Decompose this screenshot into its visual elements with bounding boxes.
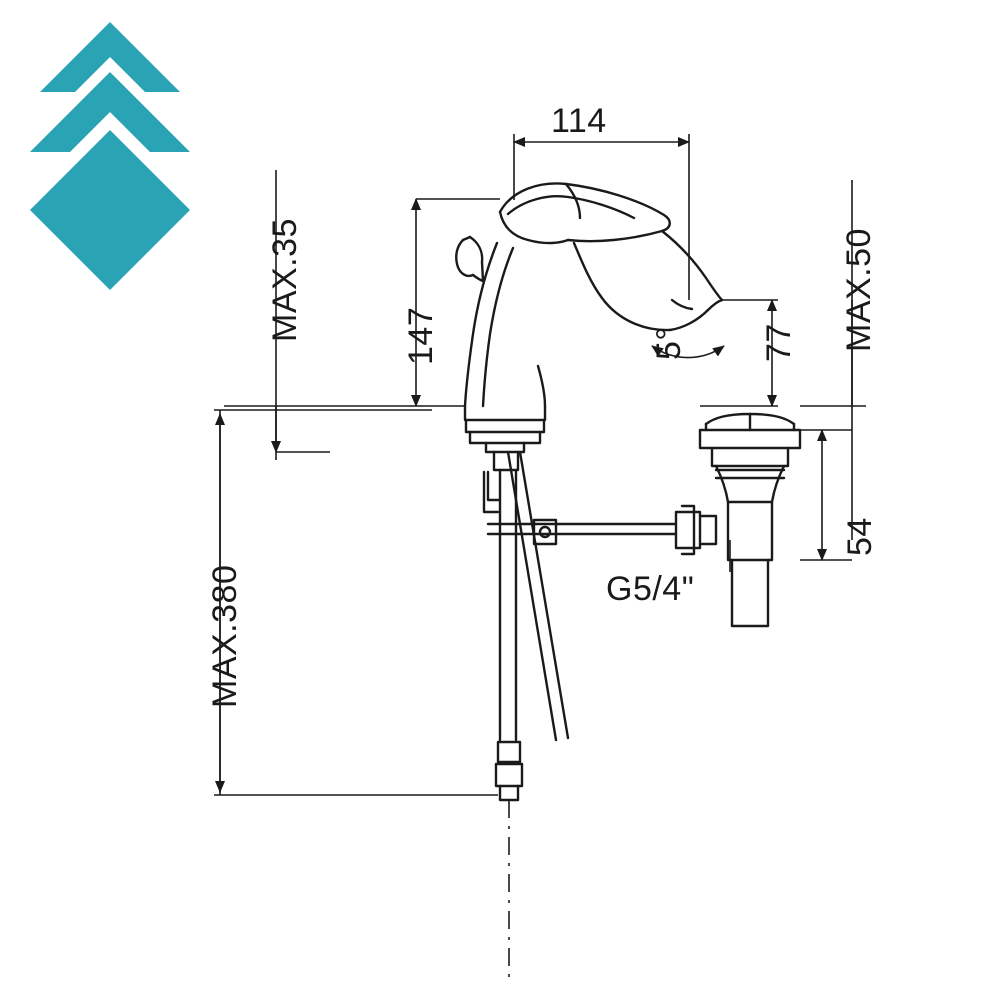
chevron-diamond-logo <box>30 22 190 290</box>
dimension-max-380 <box>214 409 498 796</box>
dimension-label-angle-5: 5° <box>650 326 688 360</box>
dimension-54 <box>800 429 852 561</box>
dimension-77 <box>700 299 778 407</box>
dimension-label-g54: G5/4" <box>606 570 695 608</box>
dimension-max-50 <box>800 180 866 540</box>
dimension-147 <box>411 198 500 407</box>
dimension-label-max-50: MAX.50 <box>840 228 878 352</box>
dimension-max-35 <box>224 170 416 460</box>
dimension-114 <box>513 134 690 300</box>
dimension-label-max-380: MAX.380 <box>206 564 244 708</box>
dimension-label-114: 114 <box>551 102 607 140</box>
dimension-angle-5 <box>651 345 725 359</box>
dimension-label-54: 54 <box>841 517 879 556</box>
dimension-label-147: 147 <box>402 306 440 365</box>
dimension-label-77: 77 <box>760 323 798 362</box>
dimension-label-max-35: MAX.35 <box>266 218 304 342</box>
faucet-outline <box>455 182 802 802</box>
